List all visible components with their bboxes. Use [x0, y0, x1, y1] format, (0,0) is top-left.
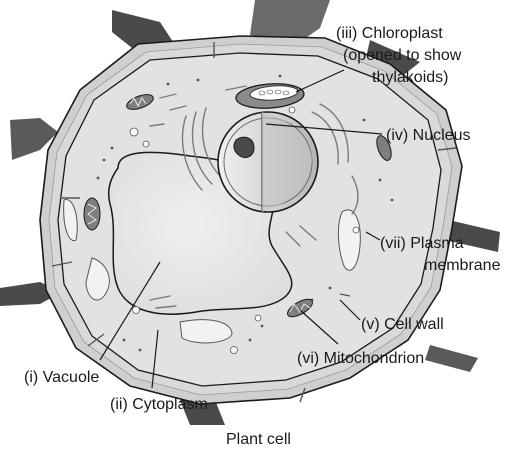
- label-nucleus: (iv) Nucleus: [386, 127, 470, 144]
- diagram-caption: Plant cell: [226, 431, 291, 448]
- label-chloroplast-line-2: (opened to show: [343, 47, 462, 64]
- label-plasma-membrane-line-2: membrane: [424, 257, 501, 274]
- label-vacuole: (i) Vacuole: [24, 369, 99, 386]
- label-plasma-membrane-line-1: (vii) Plasma: [380, 235, 464, 252]
- label-cytoplasm: (ii) Cytoplasm: [110, 396, 208, 413]
- label-chloroplast-line-3: thylakoids): [372, 69, 448, 86]
- intercellular-space-top: [250, 0, 330, 42]
- small-vacuole: [180, 320, 232, 343]
- intercellular-space-bottom-right: [425, 345, 478, 372]
- mitochondrion: [84, 198, 100, 230]
- label-mitochondrion: (vi) Mitochondrion: [297, 350, 424, 367]
- label-chloroplast-line-1: (iii) Chloroplast: [336, 25, 443, 42]
- label-cell-wall: (v) Cell wall: [361, 316, 444, 333]
